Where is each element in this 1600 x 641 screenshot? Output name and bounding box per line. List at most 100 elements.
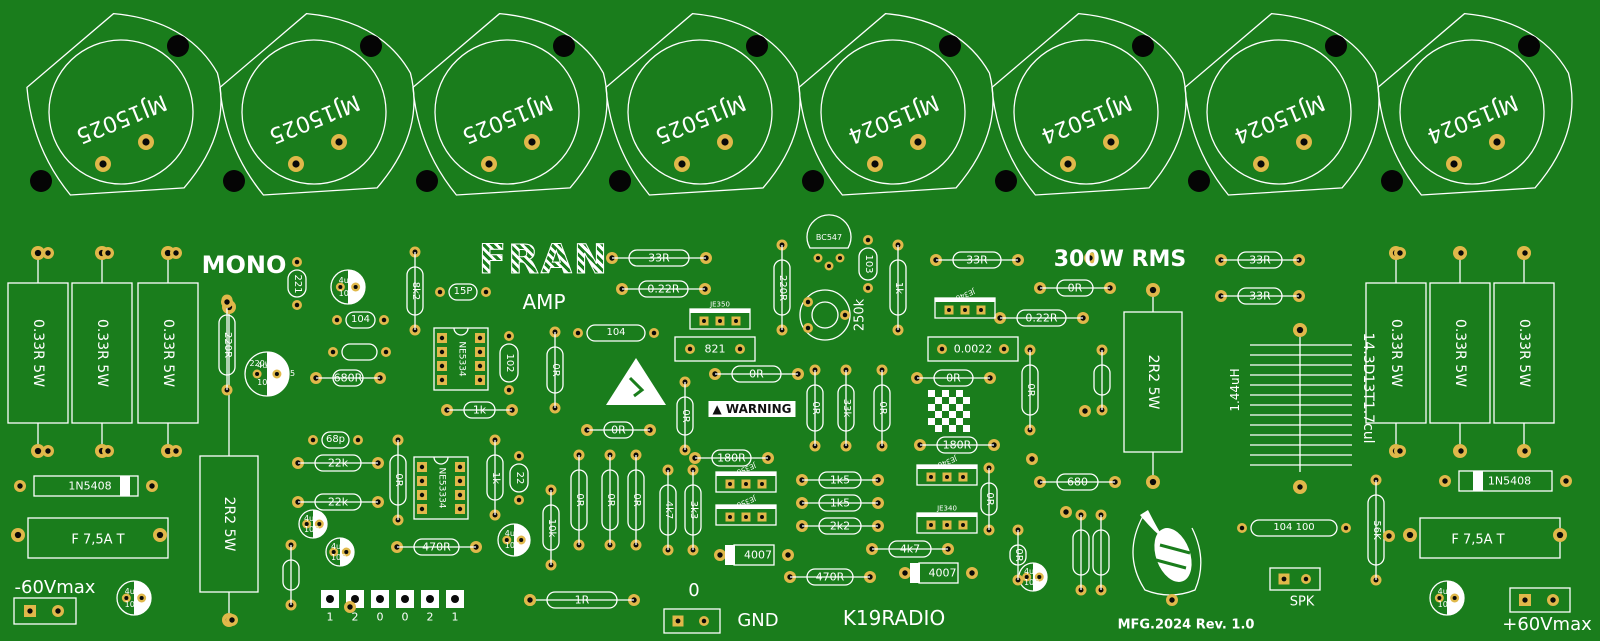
driver-je340-b-label: JE340 bbox=[937, 504, 957, 513]
drill-hole bbox=[1458, 250, 1464, 256]
cap-104-b bbox=[586, 324, 646, 342]
fran-logo-text: FRAN bbox=[478, 237, 610, 283]
drill-hole bbox=[304, 521, 309, 527]
drill-hole bbox=[173, 250, 179, 256]
to3-outline bbox=[26, 12, 222, 196]
cap-104-100-label: 104 100 bbox=[1273, 522, 1315, 533]
checker-cell bbox=[949, 425, 956, 432]
cap-15p-label: 15P bbox=[453, 286, 473, 297]
drill-hole bbox=[426, 595, 434, 603]
drill-hole bbox=[1239, 525, 1245, 531]
r-1r-label: 1R bbox=[574, 593, 590, 607]
drill-hole bbox=[34, 249, 42, 257]
to3-outline bbox=[412, 12, 608, 196]
plus-rail-label: +60Vmax bbox=[1502, 614, 1592, 635]
r-180r-a-label: 180R bbox=[717, 451, 746, 465]
zero-label: 0 bbox=[688, 580, 700, 601]
drill-hole bbox=[351, 595, 359, 603]
coil-spec-label: 14.3D13T1.7cul bbox=[1360, 332, 1376, 444]
r-1k-c-label: 1k bbox=[472, 403, 487, 417]
drill-hole bbox=[1087, 255, 1093, 261]
drill-hole bbox=[34, 447, 42, 455]
r-10k bbox=[542, 504, 560, 551]
drill-hole bbox=[1406, 531, 1414, 539]
mounting-hole bbox=[609, 170, 631, 192]
r-3k3-label: 3k3 bbox=[688, 500, 699, 520]
drill-hole bbox=[1281, 576, 1287, 582]
r-1k5-b-label: 1k5 bbox=[829, 496, 851, 510]
driver-tab bbox=[690, 309, 750, 313]
cap-68 bbox=[321, 431, 350, 449]
drill-hole bbox=[947, 308, 951, 312]
jumper-digit: 1 bbox=[451, 610, 459, 624]
drill-hole bbox=[338, 284, 343, 290]
cap-voltage-label: 100 bbox=[303, 524, 320, 534]
drill-hole bbox=[519, 537, 524, 543]
drill-hole bbox=[1452, 595, 1457, 601]
drill-hole bbox=[485, 160, 493, 168]
r-470r-b bbox=[806, 568, 854, 586]
wasp-wing-icon bbox=[1140, 510, 1165, 540]
r-0r-g bbox=[1021, 364, 1039, 416]
cap-voltage-label: 100 bbox=[257, 377, 273, 387]
r-1k5-a-label: 1k5 bbox=[829, 473, 851, 487]
mounting-hole bbox=[360, 35, 382, 57]
drill-hole bbox=[1169, 597, 1175, 603]
cap-voltage-label: 100 bbox=[330, 552, 347, 562]
r-0r-b bbox=[676, 396, 694, 436]
mounting-hole bbox=[223, 170, 245, 192]
drill-hole bbox=[945, 523, 949, 527]
drill-hole bbox=[963, 308, 967, 312]
cap-value-label: 4u7 bbox=[338, 276, 354, 286]
drill-hole bbox=[224, 299, 230, 305]
drill-hole bbox=[744, 515, 748, 519]
to3-can bbox=[1399, 39, 1545, 185]
drill-hole bbox=[437, 289, 443, 295]
drill-hole bbox=[139, 595, 144, 601]
r-0r-e-label: 0R bbox=[946, 371, 961, 385]
trimpot-wiper bbox=[811, 301, 839, 329]
drill-hole bbox=[969, 570, 975, 576]
z15-b bbox=[1092, 529, 1110, 576]
power-rating-title: 300W RMS bbox=[1053, 247, 1187, 272]
r-0r-i-label: 0R bbox=[877, 401, 888, 415]
r-8k2-label: 8k2 bbox=[410, 281, 421, 301]
cap-821-label: 821 bbox=[704, 342, 726, 356]
drill-hole bbox=[477, 377, 483, 383]
driver-tab bbox=[716, 505, 776, 509]
bc547-outline bbox=[806, 214, 852, 249]
r-022-b-label: 0.22R bbox=[1025, 311, 1058, 325]
checker-cell bbox=[942, 404, 949, 411]
driver-tab bbox=[716, 472, 776, 476]
cap-value-label: 4u7 bbox=[330, 542, 347, 552]
fuse-label-right: F 7,5A T bbox=[1451, 532, 1505, 548]
drill-hole bbox=[255, 371, 260, 377]
driver-tab bbox=[917, 465, 977, 469]
drill-hole bbox=[865, 285, 871, 291]
drill-hole bbox=[1303, 576, 1309, 582]
fuse-holder-left bbox=[27, 517, 169, 559]
checker-cell bbox=[935, 411, 942, 418]
r-4k7-a bbox=[659, 484, 677, 536]
drill-hole bbox=[45, 448, 51, 454]
r-470r-b-label: 470R bbox=[815, 570, 845, 584]
cap-voltage-label: 100 bbox=[504, 541, 521, 551]
logo-ring bbox=[1132, 515, 1202, 596]
emitter-resistor-label: 0.33R 5W bbox=[1388, 318, 1404, 388]
mounting-hole bbox=[995, 170, 1017, 192]
drill-hole bbox=[334, 317, 340, 323]
cap-value-label: 4u7 bbox=[303, 514, 320, 524]
drill-hole bbox=[1522, 250, 1528, 256]
to3-transistor bbox=[1377, 12, 1573, 196]
cap-104-a bbox=[345, 311, 376, 329]
amp-title: AMP bbox=[522, 290, 566, 314]
drill-hole bbox=[439, 335, 445, 341]
jumper-digit: 1 bbox=[326, 610, 334, 624]
r-180r-b bbox=[936, 436, 978, 454]
checker-cell bbox=[928, 404, 935, 411]
cap-104-c bbox=[1093, 364, 1111, 396]
drill-hole bbox=[383, 349, 389, 355]
r-0r-c-label: 0R bbox=[611, 423, 626, 437]
